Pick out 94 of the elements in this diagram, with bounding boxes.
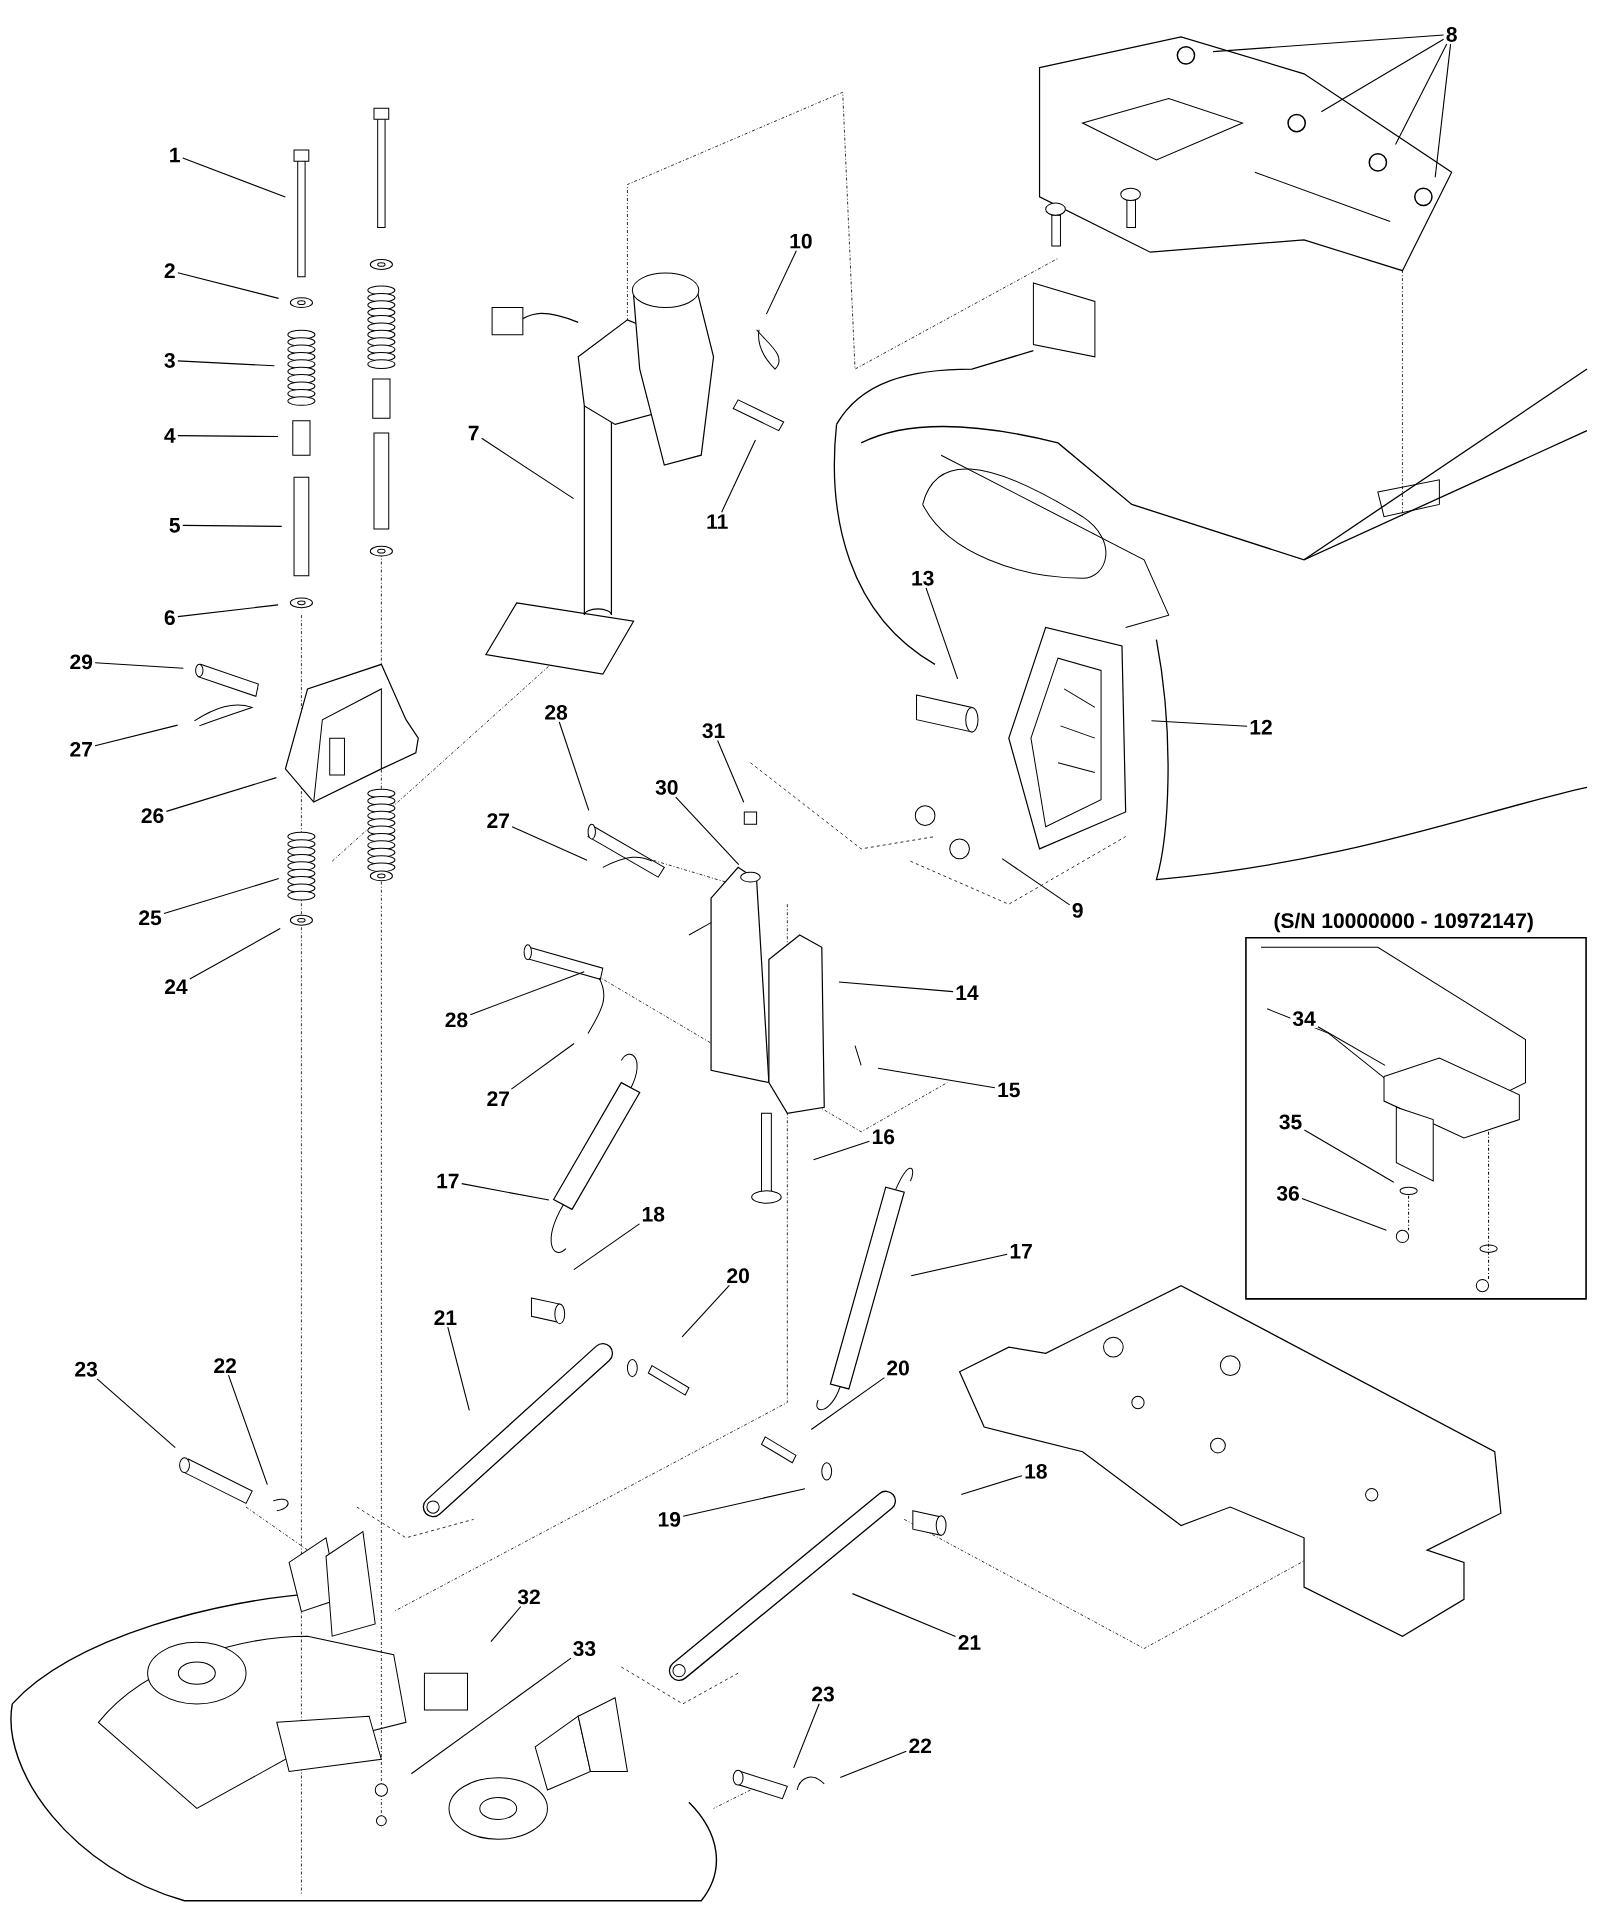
callout-number: 12 [1247, 717, 1275, 737]
leader-line [838, 981, 954, 993]
leader-line [717, 739, 745, 803]
callout-number: 29 [67, 652, 96, 672]
leader-line [1001, 858, 1071, 906]
leader-line [163, 877, 280, 915]
leader-line [682, 1488, 806, 1517]
leader-line [813, 1140, 871, 1161]
callout-number: 25 [136, 908, 164, 928]
leader-line [1317, 1026, 1386, 1066]
callout-number: 5 [167, 516, 183, 535]
node-label: (S/N 10000000 - 10972147) [1274, 912, 1534, 933]
leader-line [94, 662, 185, 669]
leader-line [182, 157, 287, 198]
callout-number: 8 [1444, 25, 1460, 44]
leader-line [490, 1605, 522, 1643]
callout-number: 26 [139, 806, 167, 826]
callout-number: 3 [162, 351, 178, 370]
leader-line [877, 1067, 996, 1089]
leader-line [721, 439, 757, 513]
callout-number: 11 [704, 512, 731, 531]
callout-number: 34 [1290, 1009, 1318, 1029]
leader-line [461, 1183, 550, 1201]
callout-number: 2 [162, 261, 178, 280]
callout-number: 17 [1007, 1241, 1035, 1261]
callout-number: 20 [884, 1358, 912, 1378]
callout-number: 1 [167, 145, 183, 165]
callout-number: 36 [1274, 1183, 1302, 1203]
leader-line [189, 928, 281, 980]
leader-line [177, 272, 280, 299]
leader-line [558, 721, 590, 811]
callout-number: 15 [995, 1080, 1023, 1100]
leader-line [481, 437, 575, 500]
callout-number: 28 [442, 1010, 471, 1030]
leader-line [94, 724, 179, 747]
leader-line [177, 604, 279, 618]
leader-line [810, 1377, 886, 1430]
leader-line [182, 524, 283, 527]
leader-line [166, 777, 278, 812]
leader-line [793, 1703, 820, 1769]
callout-number: 27 [484, 1089, 513, 1108]
leader-line [852, 1593, 957, 1638]
leader-line [1212, 34, 1445, 53]
callout-number: 21 [431, 1308, 460, 1327]
callout-number: 27 [67, 739, 96, 759]
callout-number: 10 [787, 231, 815, 251]
leader-line [675, 796, 740, 866]
leader-line [960, 1475, 1023, 1496]
callout-number: 21 [955, 1633, 984, 1652]
leader-line [766, 250, 798, 315]
leader-line [511, 826, 588, 861]
callout-number: 18 [639, 1204, 668, 1224]
leader-line [839, 1750, 908, 1779]
callout-number: 22 [211, 1356, 240, 1375]
leader-line [1395, 43, 1448, 146]
leader-line [447, 1326, 471, 1411]
leader-line [1321, 38, 1445, 113]
callout-number: 30 [653, 777, 681, 797]
leader-line [228, 1374, 269, 1486]
callout-number: 31 [700, 721, 728, 741]
callout-number: 33 [570, 1639, 599, 1658]
callout-number: 20 [724, 1266, 753, 1286]
leader-line [469, 971, 585, 1016]
callout-number: 14 [953, 983, 981, 1003]
callout-number: 17 [434, 1171, 462, 1191]
callout-number: 16 [869, 1127, 898, 1147]
callout-number: 35 [1277, 1112, 1305, 1132]
callout-number: 6 [162, 608, 178, 627]
leader-line [411, 1657, 572, 1775]
leader-line [511, 1042, 575, 1090]
callout-number: 13 [909, 568, 937, 588]
leader-line [177, 360, 276, 367]
leader-line [177, 435, 279, 438]
callout-number: 18 [1022, 1461, 1050, 1481]
callout-number: 4 [162, 426, 178, 445]
callout-number: 32 [515, 1587, 543, 1607]
callout-number: 9 [1070, 900, 1086, 920]
leader-line [1151, 720, 1248, 727]
leader-line [1434, 43, 1452, 178]
callout-number: 7 [466, 423, 482, 443]
leader-line [1304, 1129, 1395, 1183]
callout-number: 28 [542, 702, 570, 722]
callout-number: 24 [162, 977, 190, 996]
leader-line [681, 1284, 731, 1338]
callout-number: 22 [906, 1736, 935, 1756]
leader-line [96, 1378, 177, 1449]
leader-line [925, 587, 959, 680]
leader-line [910, 1253, 1008, 1277]
leader-line [573, 1223, 641, 1271]
callout-number: 19 [655, 1509, 684, 1529]
callout-number: 23 [72, 1359, 101, 1379]
callout-number: 27 [484, 811, 513, 830]
leader-line [1301, 1198, 1388, 1231]
callout-number: 23 [809, 1684, 837, 1704]
